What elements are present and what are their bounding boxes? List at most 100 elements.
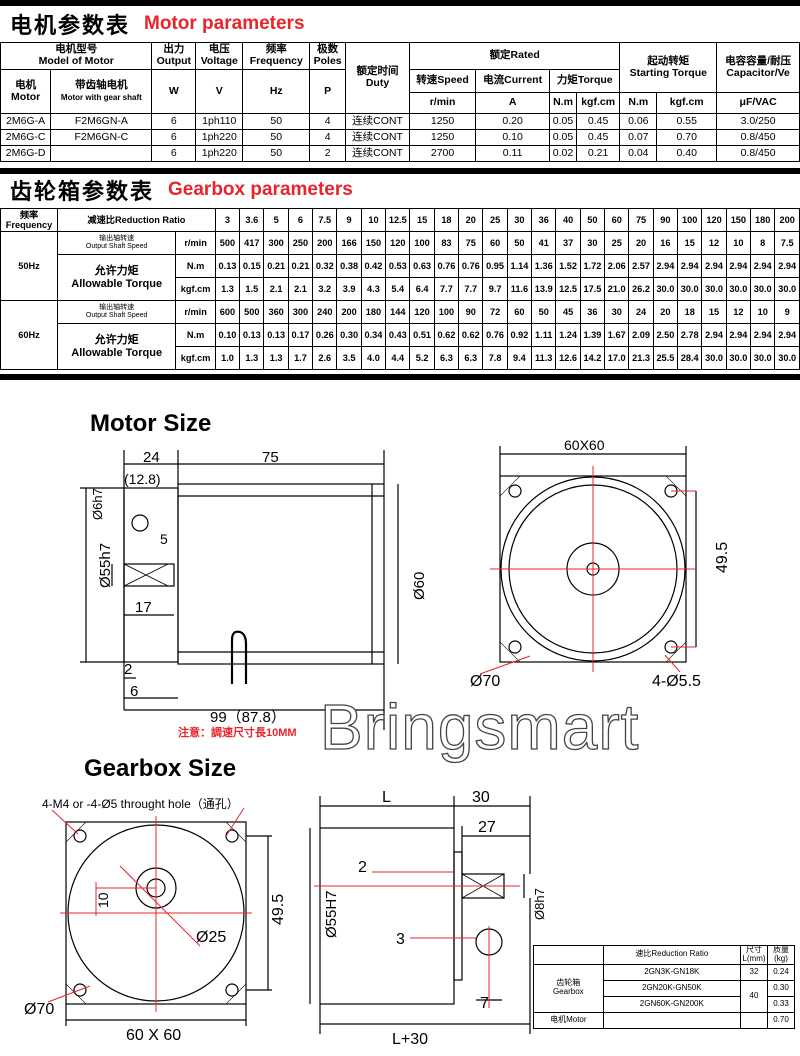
- motor-params-title-en: Motor parameters: [144, 13, 305, 34]
- gb-speed-value: 360: [263, 300, 289, 324]
- motor-cell: 50: [242, 129, 311, 146]
- gb-ratio: 5: [263, 208, 289, 232]
- motor-flange-outline: [123, 487, 179, 663]
- gb-speed-value: 30: [579, 231, 606, 255]
- gb-nm-value: 0.51: [409, 323, 435, 347]
- gb-kgf-value: 1.5: [239, 277, 265, 301]
- gb-speed-value: 25: [604, 231, 630, 255]
- top-bar: [0, 0, 800, 6]
- gb-kgf-value: 30.0: [725, 346, 752, 370]
- gb-speed-value: 20: [652, 300, 679, 324]
- gb-kgf-value: 21.3: [628, 346, 654, 370]
- motor-cell: 0.07: [619, 129, 658, 146]
- motor-cell: 0.8/450: [716, 129, 800, 146]
- motor-cell: 0.04: [619, 145, 658, 162]
- dim-phi6h7: Ø6h7: [90, 488, 105, 520]
- gb-kgf-value: 13.9: [531, 277, 557, 301]
- gb-kgf-value: 7.7: [433, 277, 460, 301]
- gb-speed-value: 12: [701, 231, 727, 255]
- gb-ratio: 100: [677, 208, 703, 232]
- motor-cell: 0.20: [475, 113, 551, 130]
- gearbox-side-drawing: L 30 27 2 Ø8h7 Ø55H7 3 7 L+30: [309, 789, 547, 1048]
- dim-phi70-gb: Ø70: [24, 1001, 54, 1018]
- gb-nm-value: 2.78: [677, 323, 703, 347]
- dim-17: 17: [135, 599, 152, 616]
- gb-nm-value: 2.57: [628, 254, 654, 278]
- gb-nm-value: 1.67: [604, 323, 630, 347]
- gb-speed-value: 500: [239, 300, 265, 324]
- gb-kgf-value: 21.0: [604, 277, 630, 301]
- gb-nm-value: 0.62: [433, 323, 460, 347]
- gb-kgf-value: 30.0: [701, 346, 727, 370]
- motor-cell: 2: [309, 145, 347, 162]
- gb-kgf-value: 7.8: [482, 346, 508, 370]
- gb-ratio: 50: [579, 208, 606, 232]
- gearbox-params-title-en: Gearbox parameters: [168, 179, 353, 200]
- gb-speed-value: 45: [555, 300, 581, 324]
- gb-unit-nm: N.m: [175, 323, 216, 347]
- gb-kgf-value: 30.0: [750, 277, 776, 301]
- motor-cell: 50: [242, 145, 311, 162]
- gb-ratio: 15: [409, 208, 435, 232]
- mini-r2-size: 40: [740, 979, 768, 1013]
- gb-hz-label: 50Hz: [0, 231, 58, 301]
- gb-ratio: 120: [701, 208, 727, 232]
- gb-freq-label: 频率Frequency: [0, 208, 58, 232]
- gb-kgf-value: 6.4: [409, 277, 435, 301]
- gb-hz-label: 60Hz: [0, 300, 58, 370]
- u-hz: Hz: [242, 69, 311, 114]
- gearbox-body-outline: [319, 827, 455, 1005]
- gb-nm-value: 0.34: [360, 323, 387, 347]
- gb-ratio: 75: [628, 208, 654, 232]
- dim-30: 30: [472, 789, 490, 806]
- gb-speed-value: 120: [409, 300, 435, 324]
- gb-speed-value: 50: [531, 300, 557, 324]
- gb-torque-cn: 允许力矩: [94, 334, 139, 347]
- gb-speed-value: 144: [385, 300, 411, 324]
- gb-torque-cn: 允许力矩: [94, 265, 139, 278]
- gb-kgf-value: 3.5: [336, 346, 362, 370]
- motor-hole: [508, 484, 522, 498]
- gb-nm-value: 0.21: [287, 254, 314, 278]
- gb-unit-rmin: r/min: [175, 300, 216, 324]
- gb-nm-value: 0.43: [385, 323, 411, 347]
- dim-75: 75: [262, 449, 279, 466]
- gb-nm-value: 2.94: [677, 254, 703, 278]
- mini-h-mass: 质量(kg): [767, 945, 795, 965]
- gb-speed-value: 60: [506, 300, 533, 324]
- motor-cable: [230, 630, 248, 684]
- gb-ratio: 6: [287, 208, 314, 232]
- gb-nm-value: 2.09: [628, 323, 654, 347]
- gb-speed-value: 600: [214, 300, 241, 324]
- gb-kgf-value: 1.3: [239, 346, 265, 370]
- motor-pin: [131, 514, 149, 532]
- gb-nm-value: 0.21: [263, 254, 289, 278]
- gb-torque-en: Allowable Torque: [71, 346, 163, 359]
- dim-27: 27: [478, 819, 496, 836]
- watermark: Bringsmart: [319, 690, 640, 763]
- gb-nm-value: 2.94: [701, 254, 727, 278]
- gb-unit-kgf: kgf.cm: [175, 346, 216, 370]
- motor-cell: 4: [309, 129, 347, 146]
- gb-speed-value: 150: [360, 231, 387, 255]
- h-speed: 转速Speed: [408, 69, 477, 93]
- gb-nm-value: 0.42: [360, 254, 387, 278]
- dim-49-5-gb: 49.5: [270, 894, 287, 925]
- motor-cell: 6: [151, 145, 197, 162]
- gb-kgf-value: 1.7: [287, 346, 314, 370]
- gearbox-front-drawing: 4-M4 or -4-Ø5 throught hole（通孔） 10 Ø25 4…: [24, 797, 287, 1044]
- mini-r2-ratio: 2GN20K-GN50K: [602, 979, 742, 997]
- speed-control-note: 注意：調速尺寸長10MM: [178, 725, 297, 739]
- motor-cell: 连续CONT: [345, 145, 410, 162]
- gb-nm-value: 2.94: [774, 323, 800, 347]
- dim-49-5: 49.5: [714, 542, 731, 573]
- h-rated: 额定Rated: [408, 42, 621, 70]
